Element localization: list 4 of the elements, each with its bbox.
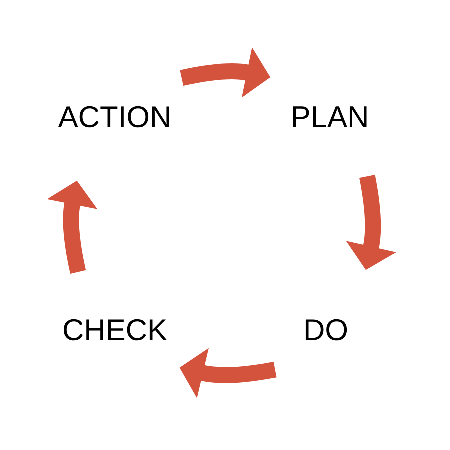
- stage-label: PLAN: [293, 106, 367, 128]
- stage-label: CHECK: [64, 319, 168, 341]
- stage-label: DO: [306, 319, 348, 341]
- stage-label: ACTION: [58, 106, 170, 128]
